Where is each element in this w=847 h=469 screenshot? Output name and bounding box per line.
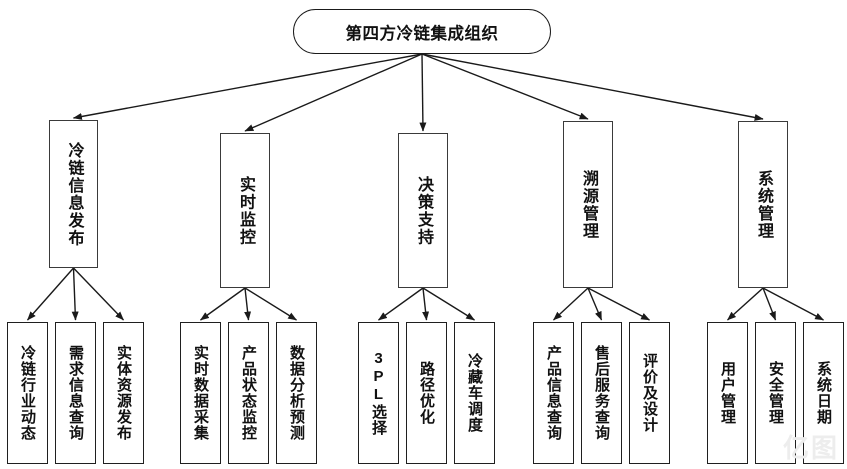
- edge-root-branch-2: [244, 53, 423, 132]
- edge-branch-4-leaf-3: [587, 287, 651, 321]
- leaf-node-2-1[interactable]: 实时数据采集: [180, 322, 221, 464]
- edge-branch-5-leaf-1: [727, 287, 764, 321]
- branch-node-3[interactable]: 决策支持: [398, 133, 448, 288]
- edge-branch-5-leaf-2: [762, 287, 777, 321]
- root-node[interactable]: 第四方冷链集成组织: [293, 9, 551, 54]
- edge-branch-3-leaf-1: [378, 287, 424, 321]
- branch-node-2-label: 实时监控: [237, 175, 254, 246]
- branch-node-4[interactable]: 溯源管理: [563, 121, 613, 288]
- leaf-node-4-2[interactable]: 售后服务查询: [581, 322, 622, 464]
- leaf-node-5-3[interactable]: 系统日期: [803, 322, 844, 464]
- leaf-node-2-2[interactable]: 产品状态监控: [228, 322, 269, 464]
- leaf-node-5-3-label: 系统日期: [815, 361, 832, 425]
- branch-node-5[interactable]: 系统管理: [738, 121, 788, 288]
- leaf-node-3-1[interactable]: 3PL选择: [358, 322, 399, 464]
- branch-node-1-label: 冷链信息发布: [65, 141, 83, 247]
- leaf-node-1-3[interactable]: 实体资源发布: [103, 322, 144, 464]
- edge-branch-4-leaf-2: [587, 287, 603, 321]
- edge-branch-2-leaf-2: [244, 287, 252, 321]
- leaf-node-1-1-label: 冷链行业动态: [19, 345, 36, 441]
- leaf-node-5-2-label: 安全管理: [767, 361, 784, 425]
- edge-branch-3-leaf-3: [422, 287, 476, 321]
- leaf-node-2-3-label: 数据分析预测: [288, 345, 305, 441]
- leaf-node-2-1-label: 实时数据采集: [192, 345, 209, 441]
- edge-branch-3-leaf-2: [422, 287, 430, 321]
- branch-node-2[interactable]: 实时监控: [220, 133, 270, 288]
- leaf-node-1-2[interactable]: 需求信息查询: [55, 322, 96, 464]
- edge-branch-2-leaf-3: [244, 287, 298, 321]
- branch-node-3-label: 决策支持: [415, 175, 432, 246]
- edge-branch-1-leaf-3: [72, 267, 125, 321]
- leaf-node-3-3[interactable]: 冷藏车调度: [454, 322, 495, 464]
- watermark: 亿图: [782, 433, 839, 463]
- leaf-node-4-3[interactable]: 评价及设计: [629, 322, 670, 464]
- leaf-node-3-3-label: 冷藏车调度: [466, 353, 483, 433]
- leaf-node-3-2-label: 路径优化: [418, 361, 435, 425]
- leaf-node-5-1-label: 用户管理: [719, 361, 736, 425]
- leaf-node-5-2[interactable]: 安全管理: [755, 322, 796, 464]
- leaf-node-3-2[interactable]: 路径优化: [406, 322, 447, 464]
- leaf-node-2-3[interactable]: 数据分析预测: [276, 322, 317, 464]
- edge-root-branch-3: [419, 53, 427, 132]
- edge-branch-1-leaf-1: [26, 267, 75, 321]
- edge-branch-5-leaf-3: [762, 287, 825, 321]
- edge-branch-1-leaf-2: [71, 267, 79, 321]
- leaf-node-5-1[interactable]: 用户管理: [707, 322, 748, 464]
- edge-branch-2-leaf-1: [200, 287, 246, 321]
- edge-root-branch-4: [421, 53, 589, 120]
- branch-node-4-label: 溯源管理: [580, 169, 597, 240]
- leaf-node-4-3-label: 评价及设计: [641, 353, 658, 433]
- edge-root-branch-1: [72, 53, 423, 120]
- edge-root-branch-5: [421, 53, 764, 121]
- leaf-node-1-3-label: 实体资源发布: [115, 345, 132, 441]
- leaf-node-1-1[interactable]: 冷链行业动态: [7, 322, 48, 464]
- leaf-node-3-1-label: 3PL选择: [370, 350, 387, 436]
- branch-node-5-label: 系统管理: [755, 169, 772, 240]
- edge-branch-4-leaf-1: [553, 287, 589, 321]
- root-node-label: 第四方冷链集成组织: [345, 24, 499, 43]
- leaf-node-2-2-label: 产品状态监控: [240, 345, 257, 441]
- leaf-node-1-2-label: 需求信息查询: [67, 345, 84, 441]
- leaf-node-4-1[interactable]: 产品信息查询: [533, 322, 574, 464]
- branch-node-1[interactable]: 冷链信息发布: [49, 120, 98, 268]
- leaf-node-4-2-label: 售后服务查询: [593, 345, 610, 441]
- leaf-node-4-1-label: 产品信息查询: [545, 345, 562, 441]
